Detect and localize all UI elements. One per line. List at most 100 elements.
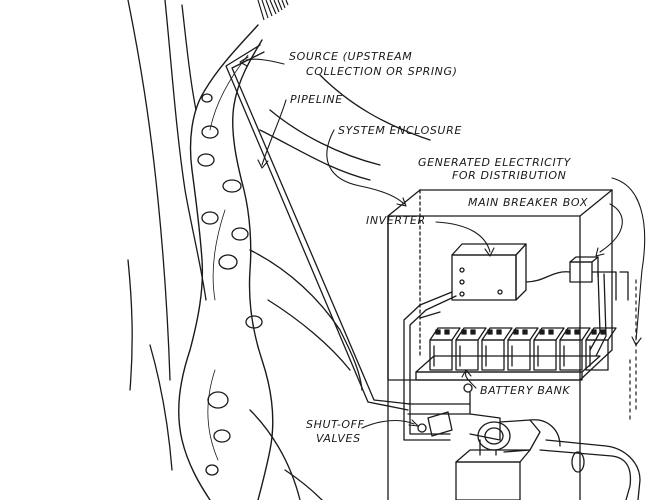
leader-shutoff-arrow	[408, 419, 419, 427]
enclosure-edge	[579, 189, 613, 217]
battery-top	[559, 327, 591, 341]
leader-pipeline-arrow	[257, 159, 269, 169]
contour-line-12	[284, 469, 323, 500]
battery	[481, 339, 505, 371]
contour-line-6	[259, 129, 371, 181]
inverter-terminal	[459, 291, 465, 297]
label-shutoff-line1: SHUT-OFF	[306, 418, 365, 431]
stream	[178, 24, 274, 500]
contour-line-7	[249, 249, 363, 391]
rock	[231, 227, 249, 241]
battery-terminal	[435, 329, 441, 335]
leader-inverter-arrow	[484, 247, 495, 257]
battery-terminal	[461, 329, 467, 335]
rock	[245, 315, 263, 329]
rock	[218, 254, 238, 270]
leader-inverter	[435, 221, 491, 253]
battery-top	[429, 327, 461, 341]
wire-right-drop	[589, 271, 601, 351]
leader-source-arrow	[239, 56, 249, 67]
inverter-unit	[451, 243, 527, 301]
rock	[207, 391, 229, 409]
wire-right-drop	[595, 273, 607, 357]
hillside-contours	[127, 0, 431, 500]
breaker-front	[569, 261, 593, 283]
inverter-terminal	[459, 279, 465, 285]
label-source-line2: COLLECTION OR SPRING)	[306, 65, 458, 78]
rock	[201, 211, 219, 225]
battery-top	[533, 327, 565, 341]
battery-terminal	[470, 329, 476, 335]
contour-line-3	[181, 4, 197, 111]
inverter-terminal	[459, 267, 465, 273]
battery	[455, 339, 479, 371]
stream-rocks	[197, 93, 263, 476]
contour-line-4	[127, 259, 133, 391]
battery-top	[585, 327, 617, 341]
wire-battery-link	[419, 311, 441, 319]
enclosure-edge	[387, 189, 421, 217]
generator-body	[499, 419, 541, 453]
battery-terminal	[600, 329, 606, 335]
battery-top	[455, 327, 487, 341]
leader-breaker	[599, 203, 623, 253]
battery-terminal	[513, 329, 519, 335]
rock	[201, 125, 219, 139]
generator-base	[455, 461, 521, 500]
battery-terminal	[444, 329, 450, 335]
battery-terminal	[522, 329, 528, 335]
wire-left-loop	[409, 295, 457, 435]
hilltop-hatching	[257, 0, 289, 21]
battery-top	[507, 327, 539, 341]
distribution-lines	[629, 279, 637, 421]
leader-pipeline	[261, 99, 287, 166]
shutoff-valve-handle	[417, 423, 427, 433]
wiring	[403, 271, 629, 441]
leader-battery	[464, 371, 477, 389]
leader-battery-arrow	[461, 369, 472, 378]
battery-terminal	[496, 329, 502, 335]
penstock-segment	[407, 403, 471, 415]
contour-line-11	[249, 409, 301, 500]
label-system-enclosure: SYSTEM ENCLOSURE	[338, 124, 462, 137]
leader-breaker-arrow	[595, 247, 605, 257]
stream-flow-line	[209, 54, 249, 131]
generator-base-top	[455, 449, 531, 463]
leader-generated-arrow	[631, 336, 642, 346]
wire-left-loop	[403, 291, 453, 441]
wire-breaker-out	[591, 271, 617, 301]
battery-terminal	[591, 329, 597, 335]
battery	[533, 339, 557, 371]
leader-source	[245, 58, 285, 65]
wire-inverter-breaker	[525, 271, 571, 283]
label-generated-line2: FOR DISTRIBUTION	[452, 169, 566, 182]
turbine-hub	[484, 427, 504, 445]
inverter-front	[451, 254, 517, 301]
contour-line-1	[127, 0, 171, 381]
leader-enclosure-arrow	[396, 197, 407, 207]
shutoff-valve-handle	[463, 383, 473, 393]
battery-top	[481, 327, 513, 341]
breaker-top	[569, 256, 599, 263]
battery-terminal	[487, 329, 493, 335]
contour-line-8	[267, 299, 351, 371]
battery-terminal	[574, 329, 580, 335]
label-inverter: INVERTER	[366, 214, 426, 227]
rock	[201, 93, 213, 103]
stream-bank-left	[178, 24, 259, 500]
tailrace-pipe	[545, 439, 641, 500]
stream-bank-right	[232, 39, 274, 500]
rock	[213, 429, 231, 443]
contour-line-9	[319, 74, 431, 141]
leader-lines	[239, 56, 646, 429]
label-source-line1: SOURCE (UPSTREAM	[289, 50, 412, 63]
label-battery-bank: BATTERY BANK	[480, 384, 570, 397]
stream-flow-line	[207, 369, 219, 461]
rock	[197, 153, 215, 167]
contour-line-10	[269, 109, 381, 166]
rock	[222, 179, 242, 193]
battery-terminal	[539, 329, 545, 335]
battery-terminal	[548, 329, 554, 335]
